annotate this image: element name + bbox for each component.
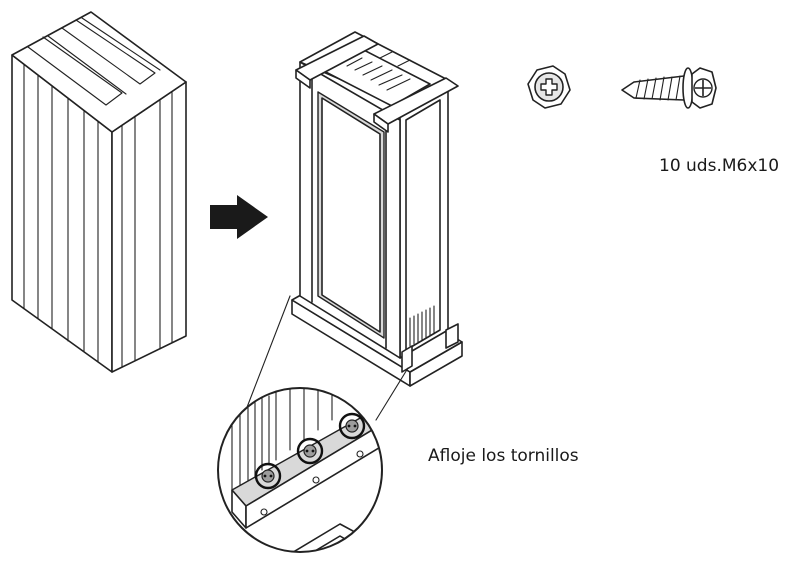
unpacked-cabinet-icon xyxy=(291,31,463,387)
callout-lines xyxy=(243,295,409,421)
detail-magnifier-icon xyxy=(217,387,383,553)
packed-cabinet-icon xyxy=(11,11,187,373)
screw-quantity-label: 10 uds.M6x10 xyxy=(659,156,779,176)
loosen-screws-label: Afloje los tornillos xyxy=(428,446,579,466)
bracket-screw-icon xyxy=(296,437,324,465)
screw-side-icon xyxy=(621,67,717,109)
bracket-screw-icon xyxy=(254,462,282,490)
arrow-right-icon xyxy=(210,195,268,239)
bracket-screw-icon xyxy=(338,412,366,440)
screw-head-icon xyxy=(527,65,571,109)
